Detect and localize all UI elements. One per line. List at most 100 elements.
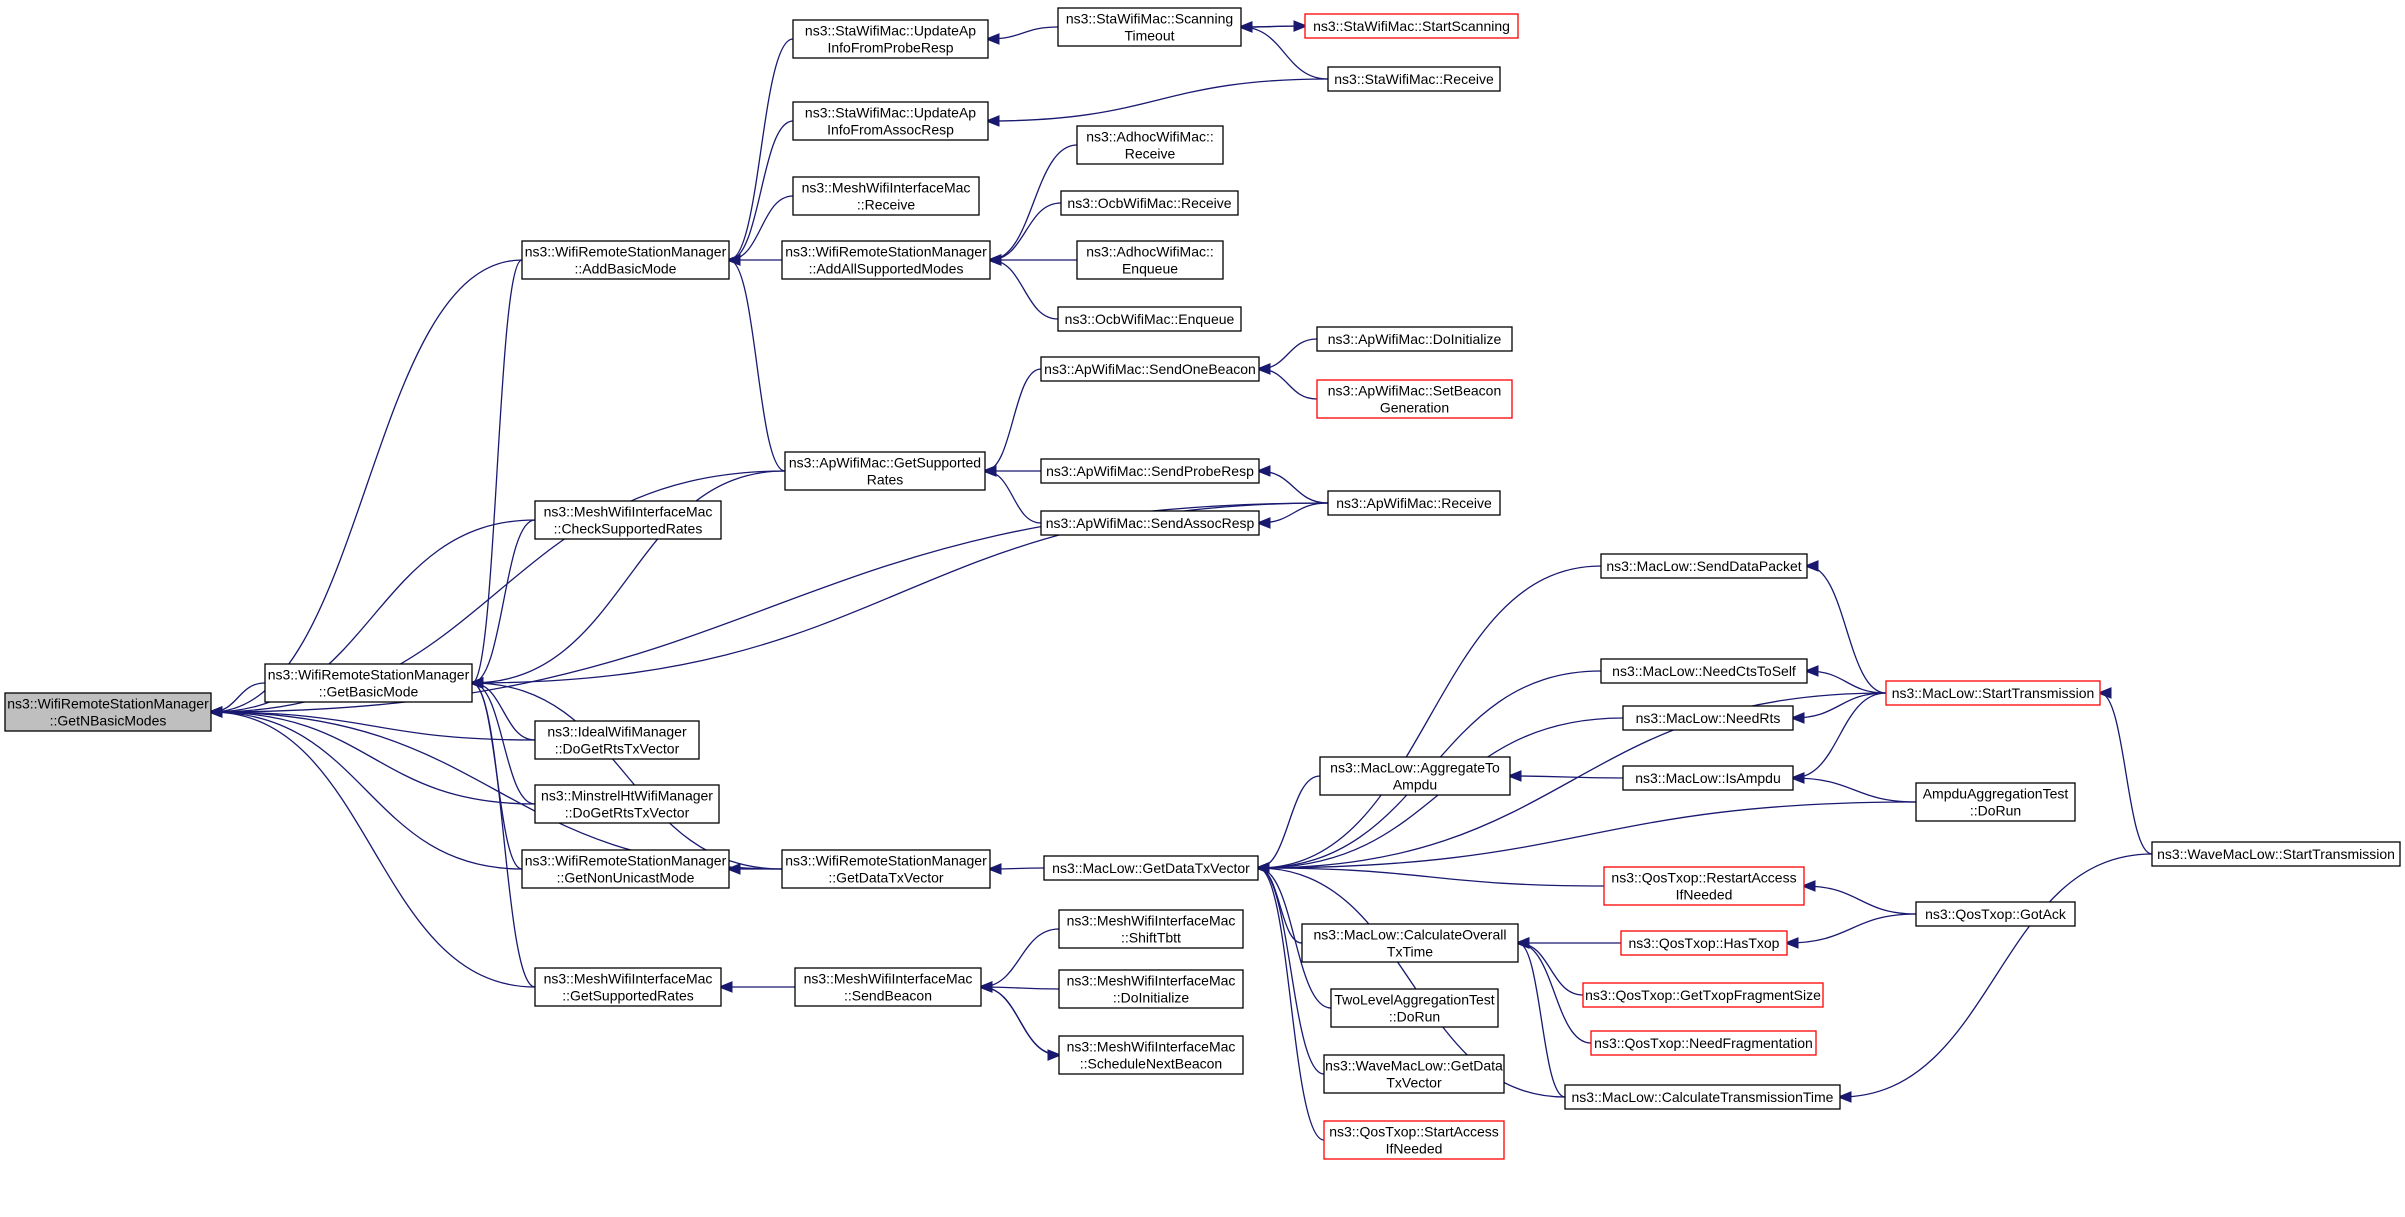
node-label-line: ns3::MeshWifiInterfaceMac [544, 971, 713, 987]
node-getbasicmode[interactable]: ns3::WifiRemoteStationManager::GetBasicM… [264, 663, 473, 703]
node-label-line: ns3::ApWifiMac::SendOneBeacon [1044, 361, 1256, 377]
node-qosgetfragsize[interactable]: ns3::QosTxop::GetTxopFragmentSize [1582, 982, 1824, 1008]
node-meshreceive[interactable]: ns3::MeshWifiInterfaceMac::Receive [792, 176, 980, 216]
node-label-line: ns3::QosTxop::HasTxop [1629, 935, 1780, 951]
node-minstrelgetrts[interactable]: ns3::MinstrelHtWifiManager::DoGetRtsTxVe… [534, 784, 720, 824]
node-isampdu[interactable]: ns3::MacLow::IsAmpdu [1622, 765, 1794, 791]
edge-ampduaggrtest-to-maclowgetdatatx [1258, 801, 1917, 868]
node-apgetsupportedrates[interactable]: ns3::ApWifiMac::GetSupportedRates [784, 451, 986, 491]
node-box [1323, 1120, 1505, 1160]
node-label-line: ns3::ApWifiMac::SendAssocResp [1046, 515, 1255, 531]
edge-getdatatxvector-to-getbasicmode [472, 683, 783, 870]
node-label-line: ::GetDataTxVector [828, 870, 943, 886]
node-box [781, 240, 991, 280]
node-needctstoself[interactable]: ns3::MacLow::NeedCtsToSelf [1600, 658, 1808, 684]
node-staupdateprobe[interactable]: ns3::StaWifiMac::UpdateApInfoFromProbeRe… [792, 19, 989, 59]
edge-apdoinitialize-to-apsendonebeacon [1259, 338, 1318, 369]
node-qosneedfrag[interactable]: ns3::QosTxop::NeedFragmentation [1590, 1030, 1817, 1056]
node-box [1304, 13, 1519, 39]
node-label-line: ::DoInitialize [1113, 990, 1189, 1006]
node-maclowgetdatatx[interactable]: ns3::MacLow::GetDataTxVector [1043, 855, 1259, 881]
node-box [1058, 909, 1244, 949]
node-label-line: ns3::OcbWifiMac::Enqueue [1065, 311, 1235, 327]
node-box [534, 784, 720, 824]
node-idealgetrts[interactable]: ns3::IdealWifiManager::DoGetRtsTxVector [534, 720, 700, 760]
nodes: ns3::WifiRemoteStationManager::GetNBasic… [4, 7, 2401, 1160]
node-box [1040, 458, 1260, 484]
node-checksupportedrates[interactable]: ns3::MeshWifiInterfaceMac::CheckSupporte… [534, 500, 722, 540]
node-wavegetdatatx[interactable]: ns3::WaveMacLow::GetDataTxVector [1323, 1054, 1505, 1094]
node-label-line: ns3::MinstrelHtWifiManager [541, 788, 713, 804]
node-label-line: ns3::WifiRemoteStationManager [268, 667, 470, 683]
node-apdoinitialize[interactable]: ns3::ApWifiMac::DoInitialize [1316, 326, 1513, 352]
node-label-line: Ampdu [1393, 777, 1437, 793]
node-calctransmissiontime[interactable]: ns3::MacLow::CalculateTransmissionTime [1564, 1084, 1841, 1110]
node-label-line: ns3::QosTxop::GotAck [1925, 906, 2067, 922]
node-meshshifttbtt[interactable]: ns3::MeshWifiInterfaceMac::ShiftTbtt [1058, 909, 1244, 949]
node-box [1057, 306, 1242, 332]
edge-qosgetfragsize-to-calcoveralltx [1518, 943, 1584, 996]
node-label-line: ::DoRun [1389, 1009, 1440, 1025]
node-getnonunicastmode[interactable]: ns3::WifiRemoteStationManager::GetNonUni… [521, 849, 730, 889]
node-box [534, 500, 722, 540]
node-qoshastxop[interactable]: ns3::QosTxop::HasTxop [1620, 930, 1788, 956]
edge-checksupportedrates-to-getbasicmode [472, 519, 536, 683]
node-apsendassocresp[interactable]: ns3::ApWifiMac::SendAssocResp [1040, 510, 1260, 536]
node-qosgotack[interactable]: ns3::QosTxop::GotAck [1915, 901, 2076, 927]
node-box [1040, 510, 1260, 536]
node-box [1076, 240, 1224, 280]
node-label-line: ::DoGetRtsTxVector [565, 805, 690, 821]
node-box [521, 849, 730, 889]
node-box [1603, 866, 1805, 906]
node-adhocenqueue[interactable]: ns3::AdhocWifiMac::Enqueue [1076, 240, 1224, 280]
node-maclowstarttx[interactable]: ns3::MacLow::StartTransmission [1885, 680, 2101, 706]
node-apsendproberesp[interactable]: ns3::ApWifiMac::SendProbeResp [1040, 458, 1260, 484]
node-label-line: ns3::MacLow::IsAmpdu [1635, 770, 1781, 786]
node-meshschedulenext[interactable]: ns3::MeshWifiInterfaceMac::ScheduleNextB… [1058, 1035, 1244, 1075]
node-twolevelaggr[interactable]: TwoLevelAggregationTest::DoRun [1330, 988, 1499, 1028]
edge-maclowstarttx-to-sendsdatapacket [1807, 566, 1887, 694]
node-ampduaggrtest[interactable]: AmpduAggregationTest::DoRun [1915, 782, 2076, 822]
node-label-line: TwoLevelAggregationTest [1334, 992, 1494, 1008]
node-wavestarttx[interactable]: ns3::WaveMacLow::StartTransmission [2151, 841, 2401, 867]
node-sendsdatapacket[interactable]: ns3::MacLow::SendDataPacket [1600, 553, 1808, 579]
node-apsendonebeacon[interactable]: ns3::ApWifiMac::SendOneBeacon [1040, 356, 1260, 382]
node-meshdoinitialize[interactable]: ns3::MeshWifiInterfaceMac::DoInitialize [1058, 969, 1244, 1009]
node-getnbasicmodes: ns3::WifiRemoteStationManager::GetNBasic… [4, 692, 212, 732]
node-box [1622, 705, 1794, 731]
node-adhocreceive[interactable]: ns3::AdhocWifiMac::Receive [1076, 125, 1224, 165]
edge-stascanningtimeout-to-staupdateprobe [988, 26, 1059, 39]
edge-meshgetsupportedrates-to-getbasicmode [472, 683, 536, 988]
node-apreceive[interactable]: ns3::ApWifiMac::Receive [1327, 490, 1501, 516]
node-label-line: ns3::StaWifiMac::UpdateAp [805, 23, 976, 39]
node-label-line: ::GetSupportedRates [562, 988, 694, 1004]
node-stareceive[interactable]: ns3::StaWifiMac::Receive [1327, 66, 1501, 92]
node-meshgetsupportedrates[interactable]: ns3::MeshWifiInterfaceMac::GetSupportedR… [534, 967, 722, 1007]
node-stastartscanning[interactable]: ns3::StaWifiMac::StartScanning [1304, 13, 1519, 39]
node-ocbreceive[interactable]: ns3::OcbWifiMac::Receive [1060, 190, 1239, 216]
node-ocbenqueue[interactable]: ns3::OcbWifiMac::Enqueue [1057, 306, 1242, 332]
edge-apgetsupportedrates-to-addbasicmode [729, 260, 786, 472]
node-label-line: ::DoRun [1970, 803, 2021, 819]
node-addallsupportedmodes[interactable]: ns3::WifiRemoteStationManager::AddAllSup… [781, 240, 991, 280]
node-label-line: ns3::QosTxop::GetTxopFragmentSize [1585, 987, 1821, 1003]
node-label-line: ::GetNonUnicastMode [557, 870, 695, 886]
node-staupdateassoc[interactable]: ns3::StaWifiMac::UpdateApInfoFromAssocRe… [792, 101, 989, 141]
node-label-line: InfoFromProbeResp [827, 40, 953, 56]
node-needrts[interactable]: ns3::MacLow::NeedRts [1622, 705, 1794, 731]
node-label-line: ns3::MacLow::NeedCtsToSelf [1612, 663, 1796, 679]
node-getdatatxvector[interactable]: ns3::WifiRemoteStationManager::GetDataTx… [781, 849, 991, 889]
node-box [1915, 782, 2076, 822]
node-meshsendbeacon[interactable]: ns3::MeshWifiInterfaceMac::SendBeacon [794, 967, 982, 1007]
node-label-line: ::DoGetRtsTxVector [555, 741, 680, 757]
node-label-line: ns3::MeshWifiInterfaceMac [802, 180, 971, 196]
node-label-line: ns3::MacLow::StartTransmission [1892, 685, 2095, 701]
edge-ocbreceive-to-addallsupportedmodes [990, 202, 1062, 260]
node-addbasicmode[interactable]: ns3::WifiRemoteStationManager::AddBasicM… [521, 240, 730, 280]
